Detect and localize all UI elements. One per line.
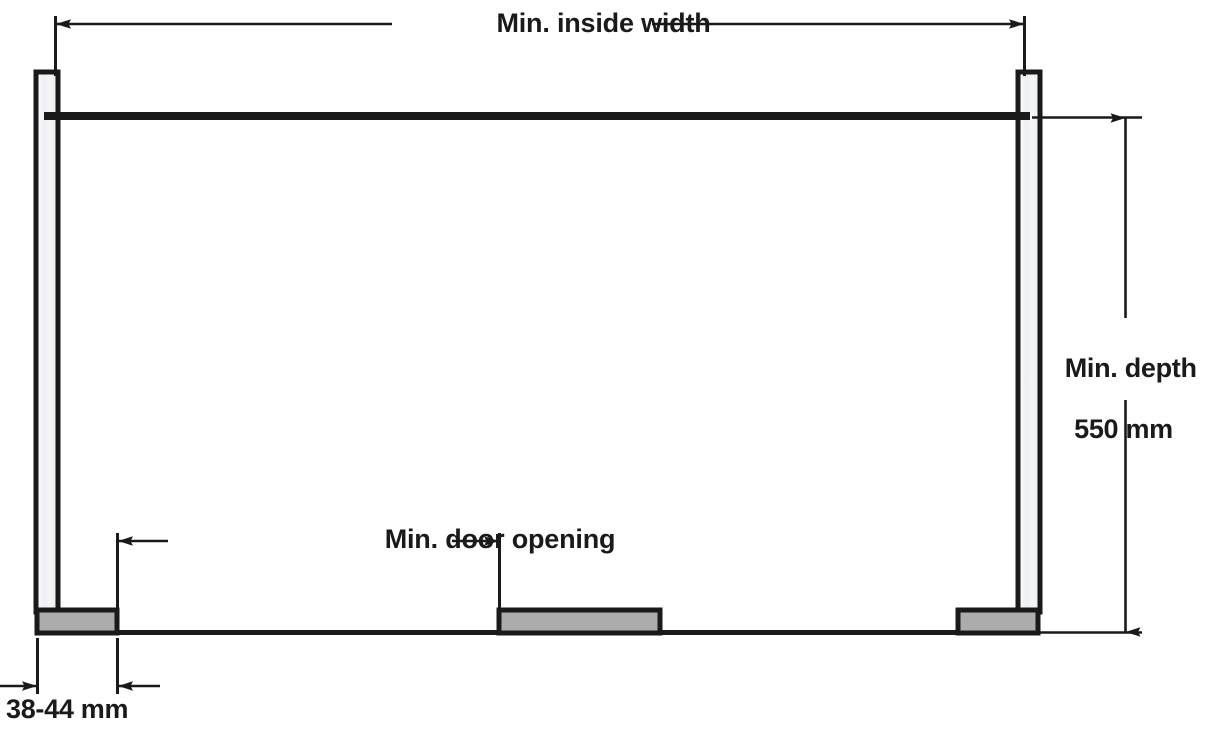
label-min-door-opening: Min. door opening [384,524,616,554]
right-side-panel [1015,69,1043,615]
dimension-panel-thickness [0,638,160,694]
dimension-door-opening [116,533,501,614]
label-panel-thickness: 38-44 mm [6,694,129,724]
label-min-depth-value: 550 mm [1074,413,1173,444]
right-base-block [955,607,1041,636]
center-base-block [496,607,663,636]
top-rail [44,112,1030,120]
label-min-inside-width: Min. inside width [496,8,711,38]
label-min-depth-line1: Min. depth [1064,353,1197,384]
left-base-block [34,607,120,636]
label-min-depth: Min. depth 550 mm [1040,323,1207,474]
dimension-inside-width [54,16,1026,76]
dimension-depth [1032,113,1142,637]
